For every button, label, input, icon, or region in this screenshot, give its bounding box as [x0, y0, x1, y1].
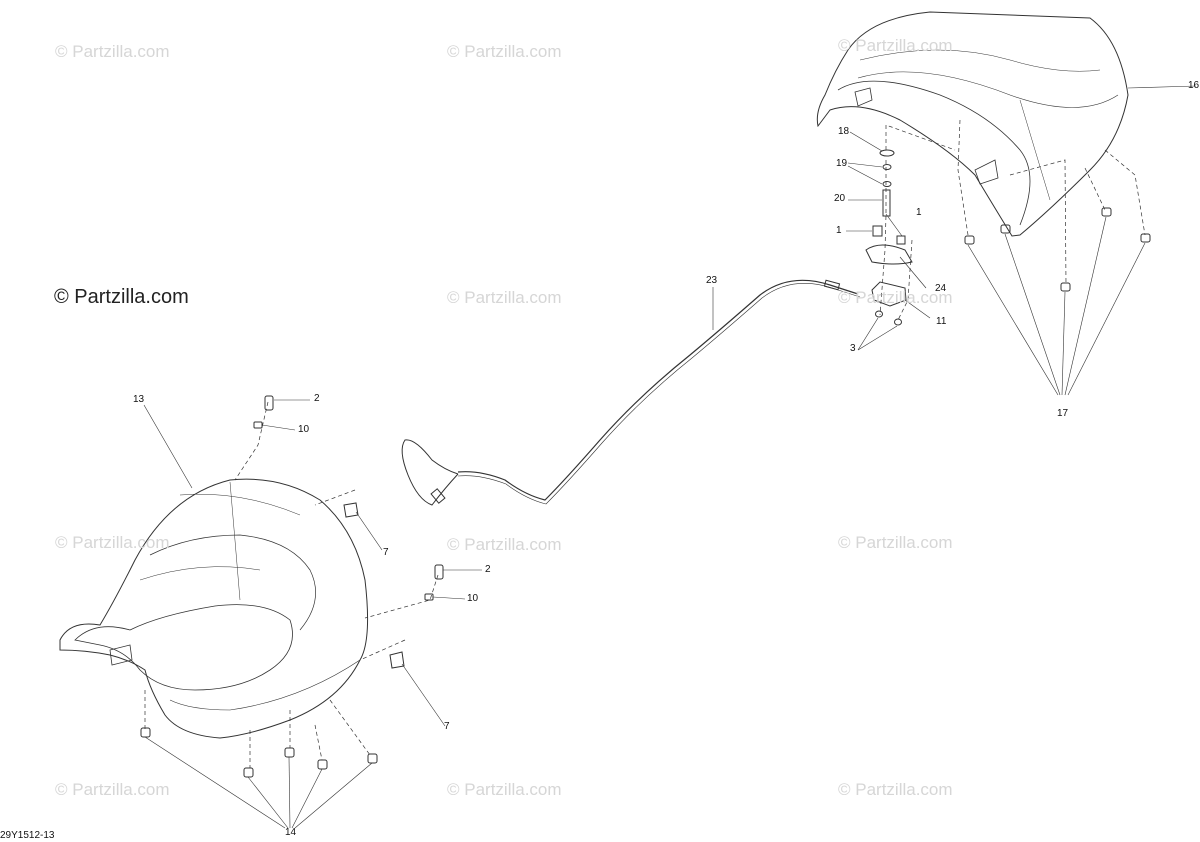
watermark: © Partzilla.com [838, 780, 953, 799]
watermark: © Partzilla.com [55, 42, 170, 61]
front-seat [59, 478, 369, 739]
callout-18: 18 [838, 126, 850, 137]
watermark: © Partzilla.com [447, 780, 562, 799]
drawing-number: 29Y1512-13 [0, 830, 55, 841]
rear-seat [816, 11, 1129, 237]
callout-13: 13 [133, 394, 145, 405]
front-seat-alignment-lines [144, 401, 439, 768]
callout-2: 2 [485, 564, 491, 575]
watermark: © Partzilla.com [838, 288, 953, 307]
front-seat-hardware [140, 395, 444, 778]
leader-17 [967, 216, 1146, 396]
latch-hardware [865, 149, 913, 326]
watermark: © Partzilla.com [838, 533, 953, 552]
watermark: © Partzilla.com [447, 42, 562, 61]
callout-16: 16 [1188, 80, 1200, 91]
callout-20: 20 [834, 193, 846, 204]
watermark: © Partzilla.com [838, 36, 953, 55]
callout-2: 2 [314, 393, 320, 404]
callout-7: 7 [444, 721, 450, 732]
callout-19: 19 [836, 158, 848, 169]
release-cable [401, 279, 861, 506]
leader-16 [1127, 85, 1197, 89]
callout-24: 24 [935, 283, 947, 294]
watermark-prominent: © Partzilla.com [54, 286, 189, 308]
watermark: © Partzilla.com [55, 780, 170, 799]
watermark: © Partzilla.com [55, 533, 170, 552]
callout-10: 10 [467, 593, 479, 604]
front-seat-leaders [143, 399, 482, 829]
hardware-leaders [846, 131, 931, 351]
callout-7: 7 [383, 547, 389, 558]
callout-10: 10 [298, 424, 310, 435]
rear-seat-nuts [964, 207, 1151, 292]
watermark: © Partzilla.com [447, 288, 562, 307]
callout-1: 1 [916, 207, 922, 218]
callout-14: 14 [285, 827, 297, 838]
callout-23: 23 [706, 275, 718, 286]
callout-3: 3 [850, 343, 856, 354]
watermark: © Partzilla.com [447, 535, 562, 554]
callout-17: 17 [1057, 408, 1069, 419]
callout-1: 1 [836, 225, 842, 236]
callout-11: 11 [936, 316, 947, 327]
